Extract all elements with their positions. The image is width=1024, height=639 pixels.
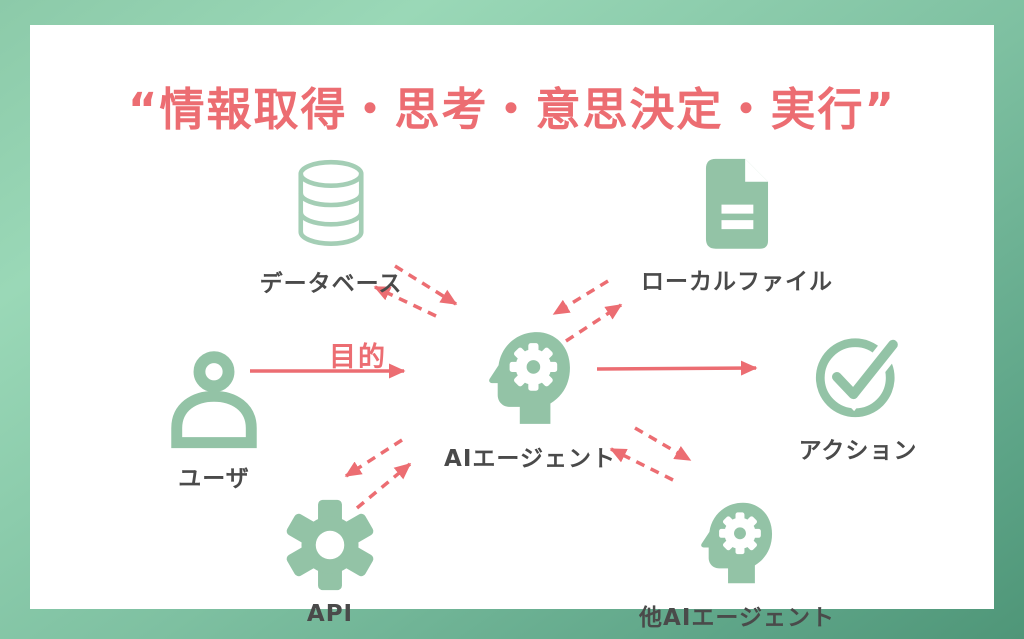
node-database: データベース [251,156,411,298]
user-icon [171,351,257,449]
action-check-icon [815,337,902,418]
file-icon [705,158,769,249]
database-label: データベース [259,271,403,297]
node-user: ユーザ [134,349,294,493]
purpose-label: 目的 [329,342,387,373]
node-ai-agent: AIエージェント [430,327,630,473]
node-other-ai-agent: 他AIエージェント [612,498,862,632]
ai-agent-icon [489,332,570,424]
local-file-label: ローカルファイル [641,269,833,295]
action-label: アクション [798,438,918,464]
page-title: “情報取得・思考・意思決定・実行” [127,83,897,136]
diagram-canvas: “情報取得・思考・意思決定・実行” [30,25,994,631]
api-gear-icon [286,499,374,591]
content-card: “情報取得・思考・意思決定・実行” [30,25,994,631]
arrow-agent-to-other [634,426,692,462]
user-label: ユーザ [178,466,250,492]
ai-agent-label: AIエージェント [444,446,616,472]
node-api: API [250,499,410,627]
arrow-file-to-agent [552,279,609,316]
arrow-agent-to-api [344,438,403,478]
other-ai-agent-label: 他AIエージェント [639,605,835,631]
node-action: アクション [758,329,958,465]
node-local-file: ローカルファイル [637,154,837,296]
other-ai-agent-icon [701,502,773,584]
api-label: API [306,601,354,627]
database-icon [298,159,364,246]
